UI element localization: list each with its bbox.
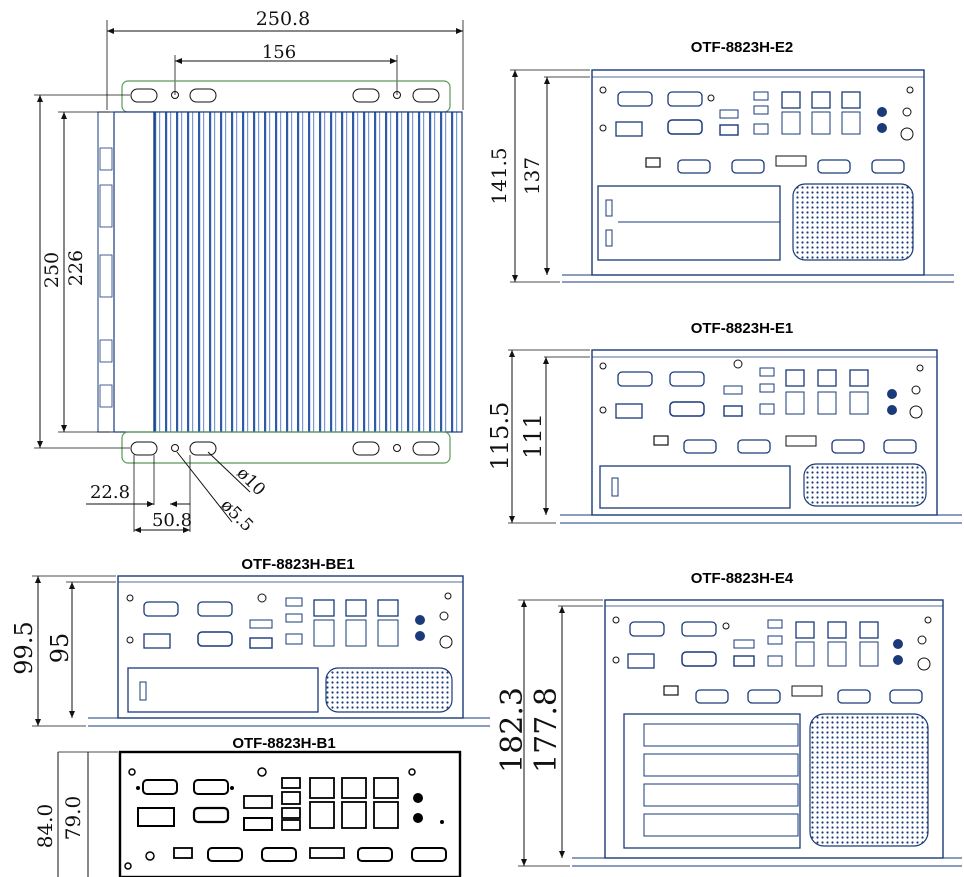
dim-inner-height: 177.8 [529, 687, 564, 773]
model-title: OTF-8823H-E2 [691, 39, 794, 56]
dim-height-inner: 226 [65, 250, 87, 286]
dim-hole-pitch: 50.8 [152, 510, 192, 531]
expansion-slots [127, 667, 319, 713]
expansion-slots [623, 713, 801, 849]
mount-slot [189, 88, 217, 103]
vent-mesh [803, 463, 927, 507]
model-title: OTF-8823H-E4 [691, 570, 794, 587]
dim-outer-height: 141.5 [487, 147, 511, 204]
dim-outer-height: 84.0 [33, 804, 57, 849]
view-be1: OTF-8823H-BE1 99.5 95 [10, 556, 490, 727]
dim-outer-height: 115.5 [486, 402, 514, 471]
expansion-slots [599, 465, 791, 509]
view-e4: OTF-8823H-E4 182.3 177.8 [495, 570, 962, 867]
heatsink-fins [153, 111, 463, 433]
mount-slot [412, 88, 440, 103]
vent-mesh [809, 713, 929, 847]
vent-mesh [792, 183, 914, 261]
dim-outer-height: 99.5 [10, 621, 38, 674]
vent-mesh [325, 667, 453, 713]
mount-hole [393, 91, 401, 99]
top-view: 250.8 156 250 [34, 8, 464, 536]
side-panel [113, 111, 155, 433]
model-title: OTF-8823H-B1 [232, 735, 335, 752]
expansion-slots [597, 185, 781, 261]
dim-inner-height: 137 [520, 157, 544, 195]
dim-width-overall: 250.8 [256, 8, 310, 30]
dim-height-overall: 250 [41, 252, 63, 288]
dim-hole-offset: 22.8 [90, 482, 130, 503]
dim-inner-height: 79.0 [61, 796, 85, 841]
mount-slot [352, 88, 380, 103]
model-title: OTF-8823H-BE1 [241, 556, 354, 573]
view-e1: OTF-8823H-E1 115.5 111 [486, 320, 962, 524]
front-panel [118, 750, 462, 877]
dim-inner-height: 95 [46, 633, 74, 664]
top-bracket [121, 80, 451, 113]
dim-width-inner: 156 [262, 42, 296, 63]
dim-inner-height: 111 [519, 413, 547, 459]
bottom-bracket [121, 431, 451, 464]
mount-hole [171, 91, 179, 99]
mount-slot [130, 88, 158, 103]
view-e2: OTF-8823H-E2 141.5 137 [487, 39, 954, 283]
dim-slot-diameter: ø10 [232, 463, 269, 500]
model-title: OTF-8823H-E1 [691, 320, 794, 337]
view-b1: OTF-8823H-B1 84.0 79.0 [33, 735, 462, 877]
dim-outer-height: 182.3 [495, 687, 530, 773]
dim-hole-diameter: ø5.5 [216, 495, 257, 536]
